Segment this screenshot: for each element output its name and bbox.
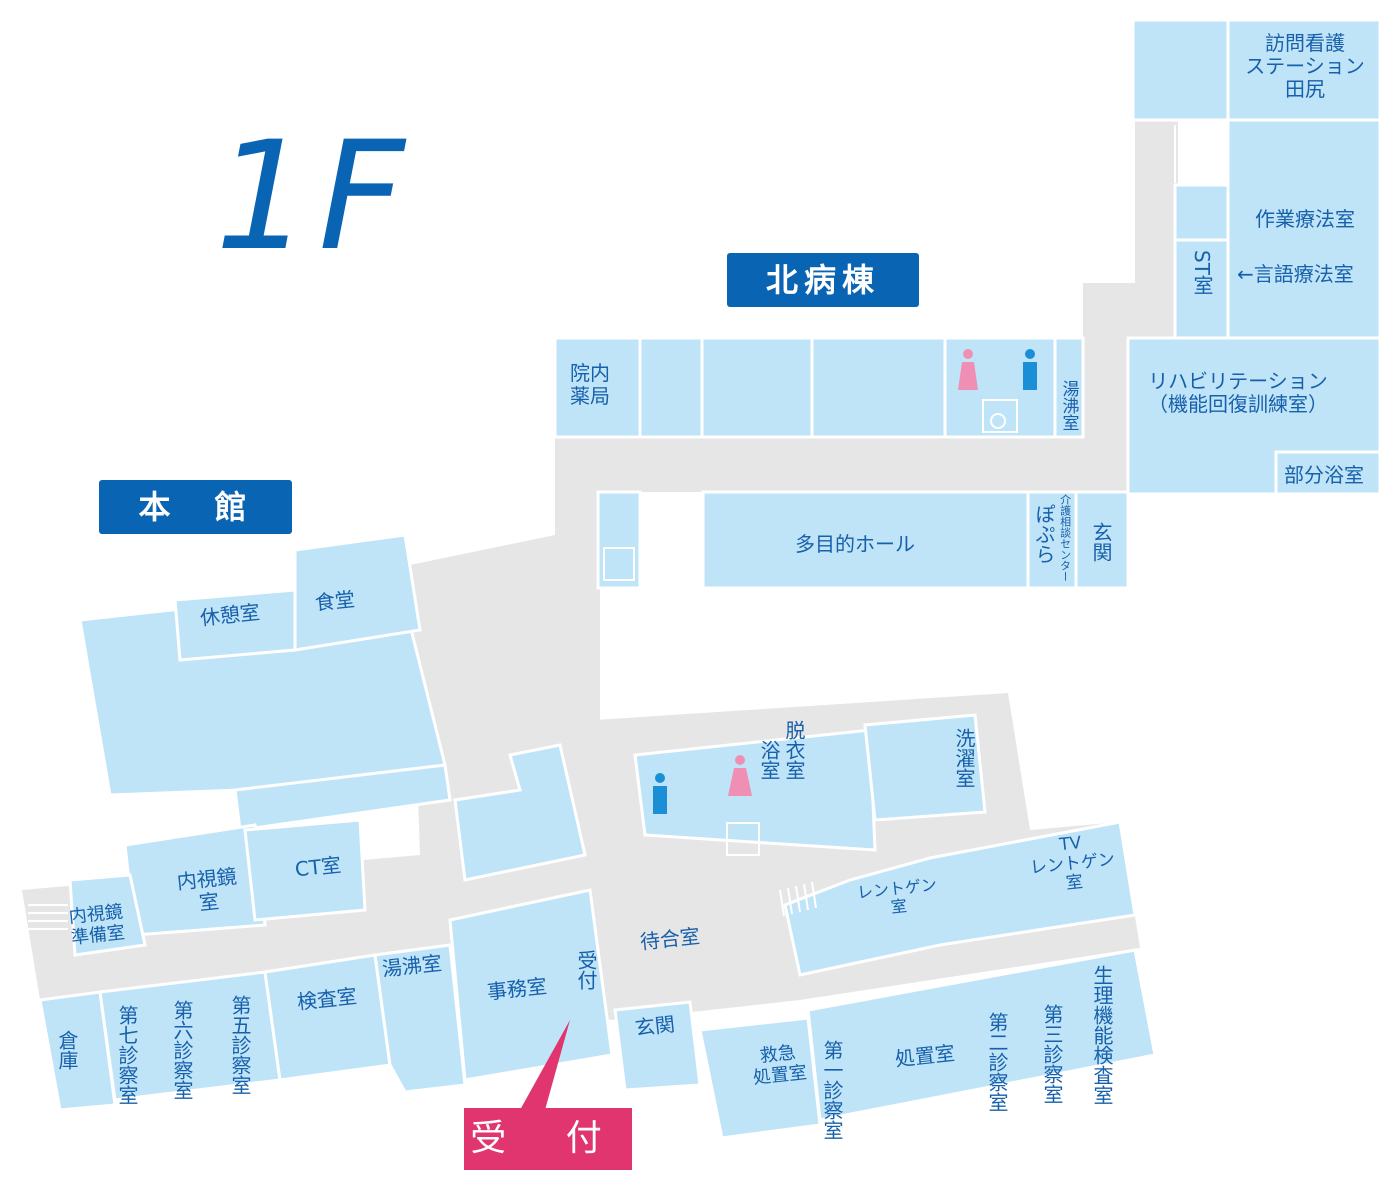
room-main-center (233, 763, 452, 832)
room-multipurpose-hall (701, 490, 1030, 590)
room-hot-water-north (1053, 336, 1085, 439)
label-entrance-north: 玄関 (1089, 522, 1113, 562)
label-speech-therapy: ←言語療法室 (1237, 262, 1354, 286)
room-laundry (863, 713, 987, 822)
label-rehab: リハビリテーション （機能回復訓練室） (1148, 369, 1328, 416)
female-toilet-icon (958, 349, 978, 390)
label-bath: 浴室 (757, 740, 781, 780)
elevator-icon (603, 547, 760, 856)
male-toilet-icon (653, 773, 667, 814)
label-partial-bath: 部分浴室 (1284, 463, 1364, 487)
room-care-center (1026, 490, 1078, 590)
room-visiting-nurse-side (1131, 18, 1230, 122)
room-south-row (806, 948, 1157, 1122)
label-pharmacy: 院内 薬局 (570, 361, 610, 408)
room-north-3 (810, 336, 947, 439)
label-hot-water-north: 湯沸室 (1058, 380, 1079, 431)
room-office (448, 888, 614, 1082)
main-building-badge: 本 館 (99, 480, 292, 534)
male-toilet-icon (1023, 349, 1037, 390)
reception-callout: 受 付 (464, 1108, 632, 1170)
label-storage: 倉庫 (55, 1030, 79, 1070)
label-visiting-nurse: 訪問看護 ステーション 田尻 (1245, 31, 1365, 101)
room-north-1 (638, 336, 704, 439)
floor-label: 1F (215, 110, 413, 284)
room-ct (243, 818, 367, 922)
room-hot-water-main (373, 943, 467, 1094)
room-xray (783, 820, 1137, 977)
room-center-block (453, 743, 587, 882)
corridor-connector (555, 437, 600, 720)
female-toilet-icon (728, 755, 752, 796)
label-popura: ぽぷら (1032, 504, 1056, 564)
reception-callout-pointer (520, 1020, 570, 1110)
room-emergency (698, 1016, 822, 1140)
label-dressing: 脱衣室 (782, 720, 806, 780)
room-partial-bath (1274, 450, 1382, 496)
label-multipurpose-hall: 多目的ホール (795, 532, 915, 556)
label-st-room: ST室 (1190, 250, 1214, 295)
room-occupational-therapy (1226, 118, 1382, 340)
room-rest (173, 588, 297, 662)
room-entrance-main (613, 1000, 702, 1092)
room-bath-block (633, 728, 877, 852)
room-entrance-north (1074, 490, 1130, 590)
room-st (1173, 238, 1230, 340)
wheelchair-icon (982, 399, 1018, 433)
label-care-center: 介護相談センター (1058, 494, 1072, 582)
corridor-north-right (1083, 120, 1178, 492)
room-endoscopy-prep (68, 873, 147, 957)
room-storage (38, 990, 117, 1112)
corridor-north (555, 437, 1128, 492)
label-reception: 受付 (574, 950, 598, 990)
label-laundry: 洗濯室 (952, 728, 976, 788)
stairs-icon (28, 125, 1194, 930)
north-wing-badge: 北病棟 (727, 253, 919, 307)
label-occupational-therapy: 作業療法室 (1255, 207, 1355, 231)
